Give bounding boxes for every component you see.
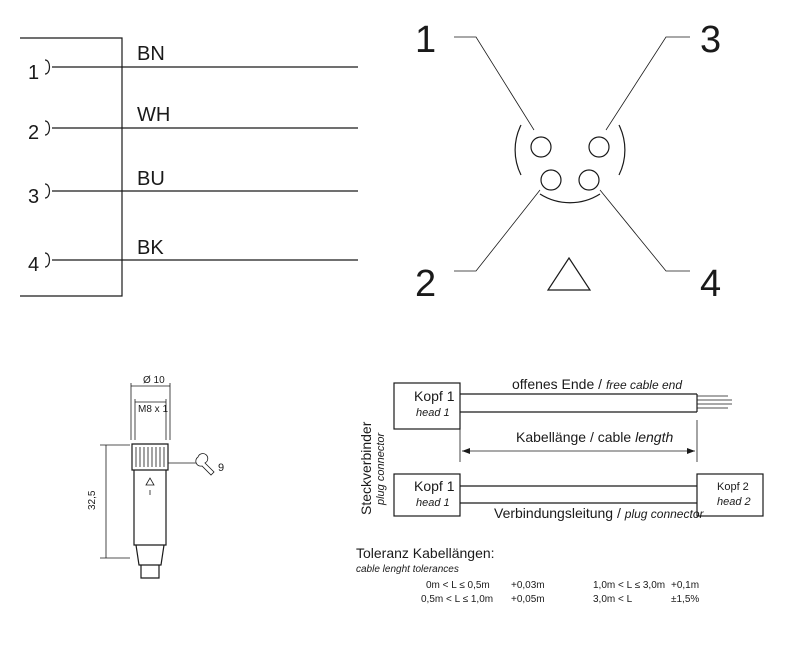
pin-hole-2 [540, 169, 562, 191]
pinout-label-4: 4 [700, 263, 721, 305]
thread-label: M8 x 1 [138, 404, 168, 415]
pin-hole-4 [578, 169, 600, 191]
head2-box [696, 473, 764, 517]
length-label: 32,5 [87, 490, 98, 510]
knurled-nut [131, 443, 169, 471]
pinout-label-3: 3 [700, 19, 721, 61]
tolerance-value-2: +0,05m [511, 594, 545, 605]
knurl-lines [135, 447, 165, 467]
wire-color-3: BU [137, 168, 165, 190]
diameter-label: Ø 10 [143, 375, 165, 386]
stripped-wires [697, 395, 732, 409]
pin-hole-1 [530, 136, 552, 158]
pin-number-2: 2 [28, 122, 39, 144]
head2-label: Kopf 2 [717, 481, 749, 493]
head1-en-label-top: head 1 [416, 407, 450, 419]
pin-contact-3 [44, 183, 51, 199]
wiring-schematic: 1 BN 2 WH 3 BU 4 BK [20, 37, 358, 297]
wire-color-1: BN [137, 43, 165, 65]
pin-contact-2 [44, 120, 51, 136]
tolerance-value-1: +0,03m [511, 580, 545, 591]
connector-body [133, 470, 167, 546]
plug-connector-label: Verbindungsleitung / plug connector [494, 505, 704, 521]
wire-color-4: BK [137, 237, 164, 259]
cable-length-en: length [635, 429, 673, 445]
pin-contact-1 [44, 59, 51, 75]
leader-2 [454, 189, 541, 272]
pinout-label-1: 1 [415, 19, 436, 61]
wrench-icon [195, 453, 215, 476]
cable-strain-relief [135, 544, 165, 566]
schematic-box [20, 37, 123, 297]
tolerance-subtitle: cable lenght tolerances [356, 564, 459, 575]
cable-stub [140, 565, 160, 579]
tolerance-value-3: +0,1m [671, 580, 699, 591]
tolerance-range-4: 3,0m < L [593, 594, 633, 605]
free-end-de: offenes Ende / [512, 376, 606, 392]
free-end-label: offenes Ende / free cable end [512, 376, 682, 392]
plug-de: Verbindungsleitung / [494, 505, 625, 521]
cable-length-label: Kabellänge / cable length [516, 429, 673, 445]
body-triangle-icon [145, 477, 155, 486]
wrench-size-label: 9 [218, 462, 224, 474]
tolerance-range-3: 1,0m < L ≤ 3,0m [593, 580, 665, 591]
length-arrow-left [462, 448, 470, 454]
cable-length-de: Kabellänge / cable [516, 429, 635, 445]
pin-hole-3 [588, 136, 610, 158]
socket-outline-right [618, 124, 626, 176]
plug-en: plug connector [624, 507, 705, 521]
socket-outline-bottom [539, 193, 601, 204]
socket-outline-left [514, 124, 522, 176]
pin-number-1: 1 [28, 62, 39, 84]
leader-3 [605, 36, 690, 131]
head2-en-label: head 2 [717, 496, 751, 508]
leader-4 [599, 189, 690, 272]
tolerance-range-1: 0m < L ≤ 0,5m [426, 580, 490, 591]
pinout-view: 1 3 2 4 [415, 19, 721, 305]
tolerance-title: Toleranz Kabellängen: [356, 545, 495, 561]
wire-color-2: WH [137, 104, 170, 126]
leader-1 [454, 36, 535, 131]
side-label: Steckverbinder [358, 421, 374, 515]
connector-side-view: Ø 10 M8 x 1 32,5 9 [87, 375, 224, 579]
tolerance-range-2: 0,5m < L ≤ 1,0m [421, 594, 493, 605]
head1-en-label-bottom: head 1 [416, 497, 450, 509]
free-end-en: free cable end [606, 378, 682, 392]
cable-config: Steckverbinder plug connector Kopf 1 hea… [356, 376, 764, 605]
pin-number-3: 3 [28, 186, 39, 208]
head1-label-top: Kopf 1 [414, 388, 455, 404]
side-label-en: plug connector [375, 432, 387, 506]
head1-box-top [393, 382, 461, 430]
coding-triangle-icon [546, 256, 592, 291]
pin-number-4: 4 [28, 254, 39, 276]
head1-box-bottom [393, 473, 461, 517]
length-arrow-right [687, 448, 695, 454]
pin-contact-4 [44, 252, 51, 268]
tolerance-value-4: ±1,5% [671, 594, 699, 605]
head1-label-bottom: Kopf 1 [414, 478, 455, 494]
pinout-label-2: 2 [415, 263, 436, 305]
